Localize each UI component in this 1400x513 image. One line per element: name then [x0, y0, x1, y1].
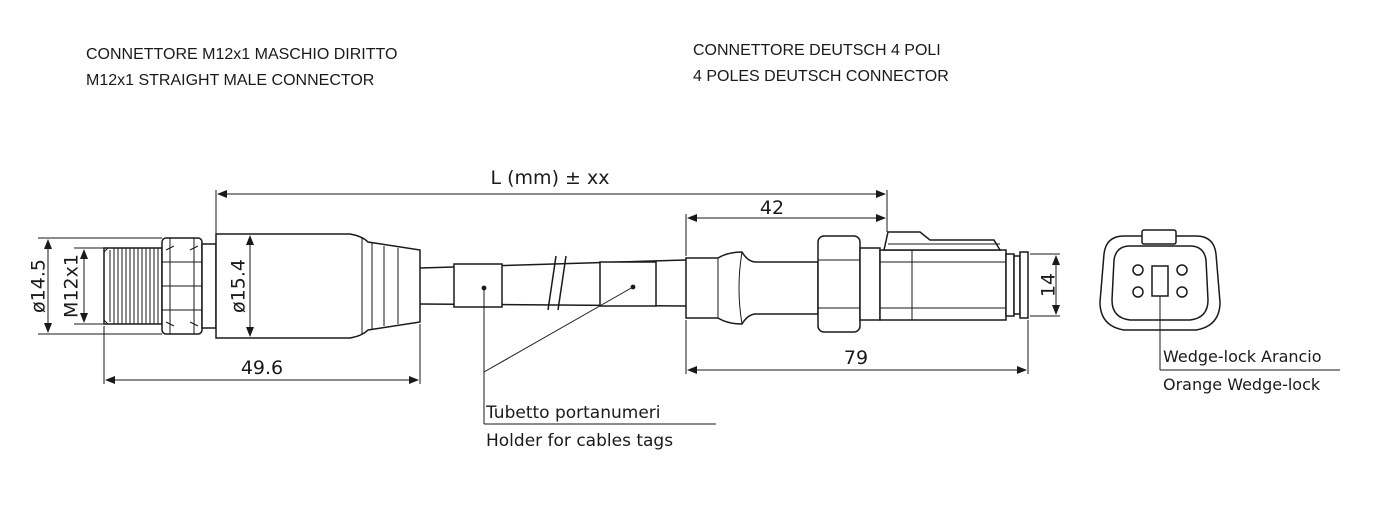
deutsch-ring-2 [1013, 255, 1021, 315]
callout-wedge-lock: Wedge-lock Arancio Orange Wedge-lock [1159, 296, 1340, 394]
dim-m12-thread: M12x1 [61, 247, 104, 325]
deutsch-housing [879, 249, 1007, 321]
deutsch-ring-1 [1005, 253, 1015, 317]
m12-thread-body [103, 247, 163, 325]
wedge-lock-slot [1151, 265, 1169, 297]
label-tag-holder-it: Tubetto portanumeri [485, 403, 661, 423]
deutsch-nut [817, 235, 861, 333]
label-m12-thread-diam: ø14.5 [28, 259, 50, 313]
front-latch-tab [1141, 229, 1177, 245]
label-wedge-en: Orange Wedge-lock [1163, 375, 1321, 394]
label-deutsch-diameter: 14 [1038, 273, 1060, 297]
header-right-line1: CONNETTORE DEUTSCH 4 POLI [693, 42, 941, 59]
label-m12-thread: M12x1 [61, 254, 83, 318]
dim-deutsch-total: 79 [685, 320, 1029, 374]
label-tag-holder-en: Holder for cables tags [486, 431, 673, 451]
deutsch-strain-relief [685, 251, 819, 325]
label-total-length: L (mm) ± xx [491, 167, 610, 189]
m12-overmold-body [215, 233, 421, 339]
dim-deutsch-body: 42 [685, 197, 888, 256]
dim-total-length: L (mm) ± xx [215, 167, 888, 234]
deutsch-ring-3 [1019, 251, 1029, 319]
pin-1 [1132, 264, 1144, 276]
pin-4 [1176, 286, 1188, 298]
deutsch-collar [859, 247, 881, 321]
callout-tag-holder: Tubetto portanumeri Holder for cables ta… [483, 286, 716, 451]
deutsch-connector [685, 231, 1029, 333]
tag-holder-tube-2 [599, 261, 657, 307]
header-left-line1: CONNETTORE M12x1 MASCHIO DIRITTO [86, 46, 398, 63]
header-left-line2: M12x1 STRAIGHT MALE CONNECTOR [86, 72, 375, 89]
dim-deutsch-diameter: 14 [1030, 253, 1060, 317]
m12-collar [201, 243, 217, 329]
label-deutsch-total: 79 [844, 347, 868, 369]
label-m12-body-diam: ø15.4 [228, 259, 250, 313]
header-right-line2: 4 POLES DEUTSCH CONNECTOR [693, 68, 949, 85]
dim-m12-length: 49.6 [103, 324, 421, 384]
label-m12-length: 49.6 [241, 357, 283, 379]
dim-m12-thread-diam: ø14.5 [28, 237, 162, 335]
tag-holder-tube-1 [453, 263, 503, 308]
cable [419, 255, 687, 311]
m12-connector [103, 233, 421, 339]
label-deutsch-body: 42 [760, 197, 784, 219]
pin-2 [1176, 264, 1188, 276]
pin-3 [1132, 286, 1144, 298]
deutsch-front-view [1099, 229, 1221, 331]
dim-m12-body-diam: ø15.4 [228, 235, 254, 337]
m12-thread-lines [103, 247, 159, 325]
label-wedge-it: Wedge-lock Arancio [1163, 347, 1322, 366]
deutsch-latch [883, 231, 1002, 251]
